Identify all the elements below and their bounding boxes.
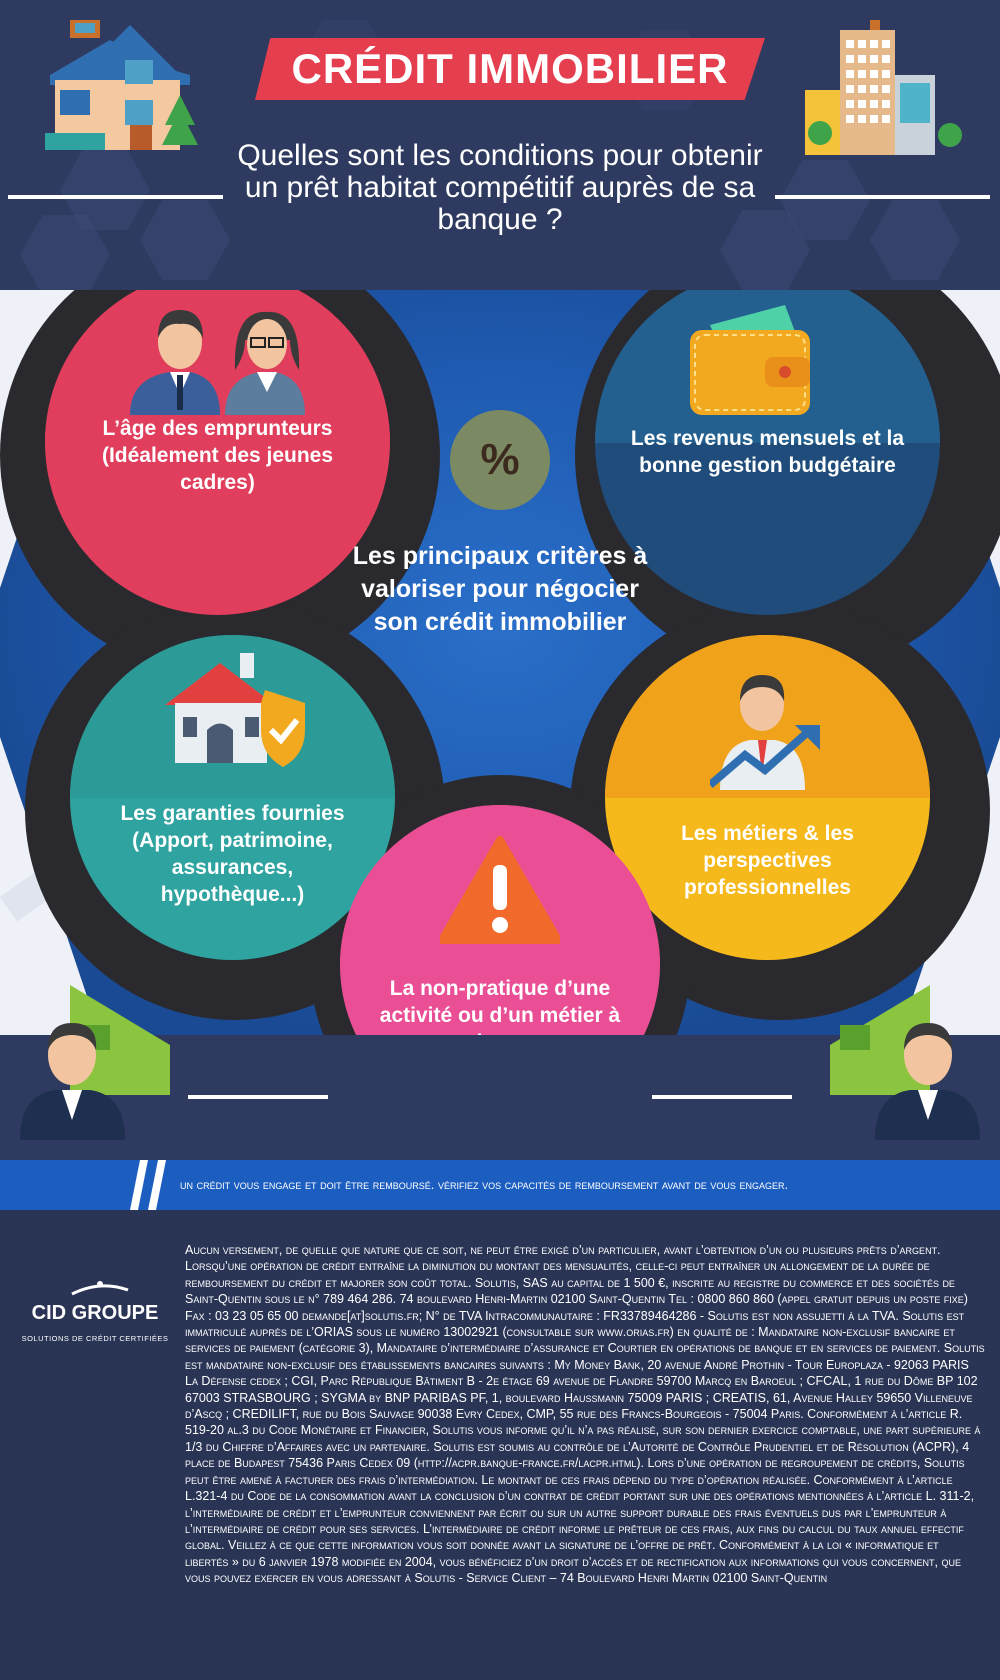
disclaimer-text: UN CRÉDIT VOUS ENGAGE ET DOIT ÊTRE REMBO… [180,1177,789,1192]
disclaimer-bar [0,1160,1000,1210]
percent-badge [450,410,550,510]
divider-line [8,195,223,199]
warning-icon [440,836,560,944]
lower-band [0,985,1000,1160]
criterion-careers-circle: Les métiers & les perspectives professio… [605,635,930,960]
criterion-guarantees-circle: Les garanties fournies (Apport, patrimoi… [70,635,395,960]
professional-growth-icon [710,675,820,790]
criteria-section: L’âge des emprunteurs (Idéalement des je… [0,290,1000,1035]
logo-swoosh-icon [71,1281,129,1296]
divider-line [775,195,990,199]
borrowers-icon [130,310,305,415]
house-shield-icon [165,653,305,767]
center-heading: Les principaux critères à valoriser pour… [352,542,648,636]
criterion-risk-label: La non-pratique d’une activité ou d’un m… [379,977,621,1035]
hexagon-decoration [870,200,960,280]
brand-name: CID GROUPE [31,1302,159,1324]
criterion-age-label: L’âge des emprunteurs (Idéalement des je… [101,417,334,494]
criterion-guarantees-label: Les garanties fournies (Apport, patrimoi… [120,802,345,906]
criterion-risk-circle: La non-pratique d’une activité ou d’un m… [340,805,660,1035]
header: CRÉDIT IMMOBILIER Quelles sont les condi… [0,0,1000,290]
advisor-house-icon [20,985,170,1140]
advisor-house-icon [830,985,980,1140]
hexagon-decoration [140,200,230,280]
divider-line [652,1095,792,1099]
criterion-age-circle: L’âge des emprunteurs (Idéalement des je… [45,290,390,615]
criterion-income-label: Les revenus mensuels et la bonne gestion… [630,427,905,477]
house-illustration-icon [45,20,198,150]
footer [0,1210,1000,1680]
divider-line [188,1095,328,1099]
page-title: CRÉDIT IMMOBILIER [291,45,729,92]
legal-text: Aucun versement, de quelle que nature qu… [185,1243,985,1586]
page-subtitle: Quelles sont les conditions pour obtenir… [237,139,763,236]
criterion-careers-label: Les métiers & les perspectives professio… [681,822,854,899]
title-banner [255,38,765,100]
wallet-icon [690,305,810,415]
brand-tagline: SOLUTIONS DE CRÉDIT CERTIFIÉES [21,1334,169,1343]
buildings-illustration-icon [805,20,962,155]
slashes-icon [130,1160,166,1210]
criterion-income-circle: Les revenus mensuels et la bonne gestion… [595,290,940,615]
percent-icon: % [480,435,520,484]
